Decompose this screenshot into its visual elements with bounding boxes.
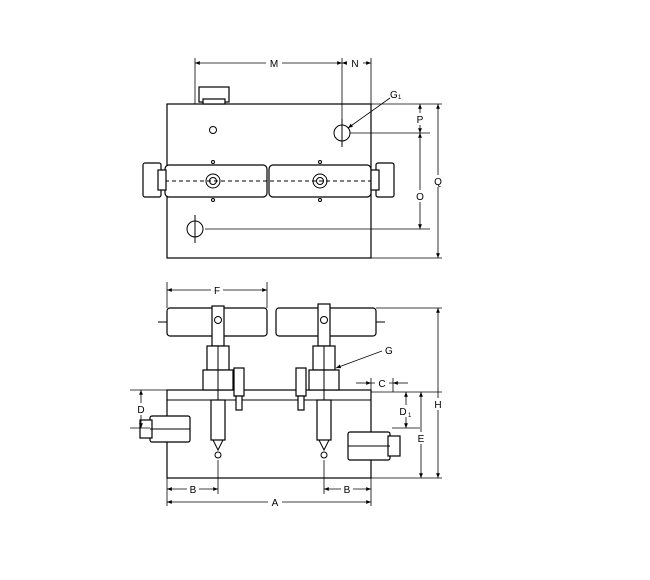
top-knob-right <box>312 173 328 189</box>
dim-label-e: E <box>418 434 425 445</box>
dim-label-q: Q <box>434 177 442 188</box>
top-knob-left <box>205 173 221 189</box>
dim-label-b-right: B <box>344 485 351 496</box>
valve-stem-right <box>295 303 340 459</box>
dim-label-f: F <box>214 286 220 297</box>
top-vent-plug-base <box>202 98 226 105</box>
dim-label-d: D <box>137 405 144 416</box>
label-g1-subscript: 1 <box>398 95 402 101</box>
label-g: G <box>385 346 393 357</box>
dim-label-p: P <box>417 115 424 126</box>
dim-label-n: N <box>351 59 358 70</box>
dim-label-h: H <box>434 400 441 411</box>
valve-stem-left <box>202 305 245 459</box>
dim-label-o: O <box>416 192 424 203</box>
dim-label-d1-subscript: 1 <box>408 413 412 419</box>
dim-label-c: C <box>378 379 385 390</box>
dim-label-a: A <box>272 498 279 509</box>
front-view: F G C D D 1 H E B B <box>130 282 445 509</box>
front-view-body <box>166 389 372 479</box>
dim-label-m: M <box>270 59 278 70</box>
dim-label-d1: D <box>399 407 406 418</box>
top-view: M N G 1 P O Q <box>142 57 445 259</box>
dim-label-b-left: B <box>190 485 197 496</box>
label-g1: G <box>390 90 398 101</box>
top-small-port <box>209 126 217 134</box>
